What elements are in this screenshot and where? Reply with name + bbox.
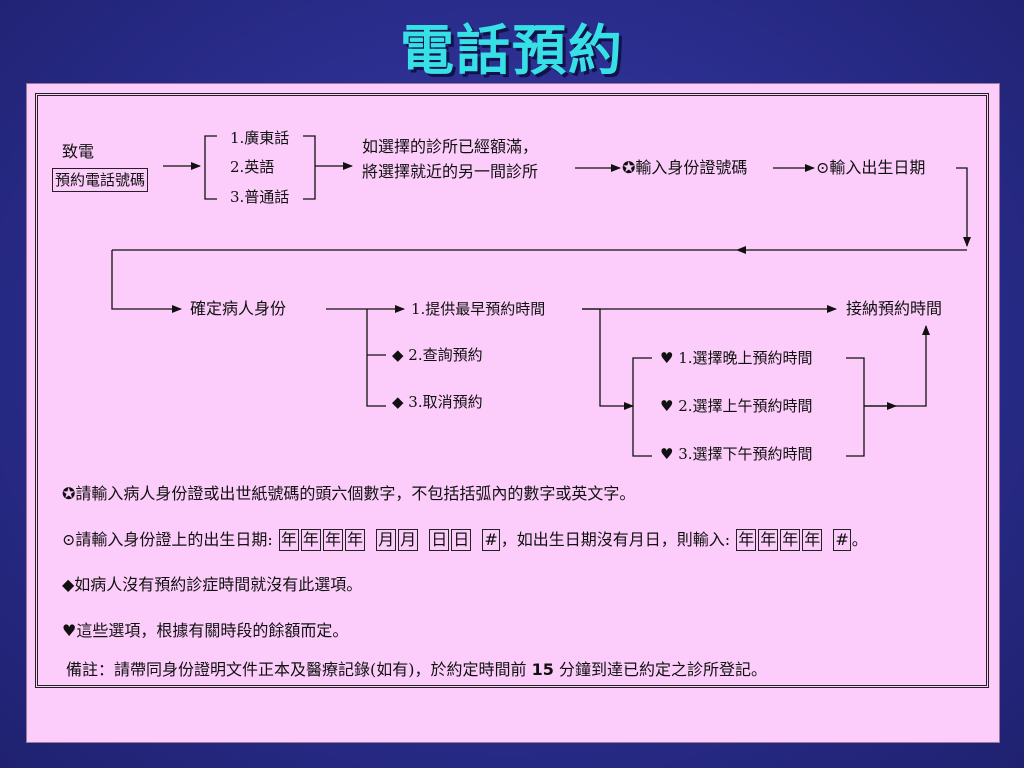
day-box: 日 [429,529,450,551]
dob-middle: ，如出生日期沒有月日，則輸入: [500,530,731,549]
times-bracket-left [632,357,652,457]
arrow-to-confirm [111,250,182,313]
option-cancel: ◆ 3.取消預約 [392,393,483,411]
accept-time: 接納預約時間 [846,299,943,318]
arrow-times-to-accept [864,325,930,407]
language-english: 2.英語 [230,158,275,176]
note-diamond: ◆如病人沒有預約診症時間就沒有此選項。 [62,575,363,594]
day-box: 日 [451,529,472,551]
note-dob: ⊙請輸入身份證上的出生日期: 年年年年 月月 日日 #，如出生日期沒有月日，則輸… [62,528,868,552]
language-bracket-left [204,135,217,200]
step-enter-dob: ⊙輸入出生日期 [816,158,926,177]
dob-year-boxes: 年年年年 [278,528,366,552]
note-remark: 備註：請帶同身份證明文件正本及醫療記錄(如有)，於約定時間前 15 分鐘到達已約… [66,658,767,682]
content-panel [27,84,999,742]
times-bracket-right [846,357,865,457]
dob-end: 。 [851,530,868,549]
language-cantonese: 1.廣東話 [230,129,290,147]
hash-box-2: # [833,529,851,551]
year-box: 年 [344,529,365,551]
time-afternoon: ♥ 3.選擇下午預約時間 [660,445,813,463]
language-bracket-right [303,135,316,200]
year-box: 年 [780,529,801,551]
hash-box: # [482,529,500,551]
remark-prefix: 備註：請帶同身份證明文件正本及醫療記錄(如有)，於約定時間前 [66,660,527,679]
dob-prefix: ⊙請輸入身份證上的出生日期: [62,530,273,549]
dob-year-only-boxes: 年年年年 [735,528,823,552]
year-box: 年 [758,529,779,551]
clinic-full-line1: 如選擇的診所已經額滿， [362,137,539,156]
year-box: 年 [322,529,343,551]
remark-suffix: 分鐘到達已約定之診所登記。 [558,660,767,679]
year-box: 年 [278,529,299,551]
clinic-full-line2: 將選擇就近的另一間診所 [362,162,539,181]
time-evening: ♥ 1.選擇晚上預約時間 [660,349,813,367]
arrow-dob-down [956,167,971,247]
language-mandarin: 3.普通話 [230,188,290,206]
remark-minutes: 15 [531,660,554,679]
dob-day-boxes: 日日 [428,528,472,552]
year-box: 年 [736,529,757,551]
flowchart-frame [35,93,989,688]
confirm-identity: 確定病人身份 [190,299,287,318]
page-title: 電話預約 [400,19,624,82]
arrow-earliest-to-times [582,308,634,410]
dob-month-boxes: 月月 [375,528,419,552]
note-id: ✪請輸入病人身份證或出世紙號碼的頭六個數字，不包括括弧內的數字或英文字。 [62,484,636,503]
note-heart: ♥這些選項，根據有關時段的餘額而定。 [62,621,349,640]
options-bracket [366,309,386,407]
year-box: 年 [300,529,321,551]
phone-number-box: 預約電話號碼 [52,168,149,192]
month-box: 月 [376,529,397,551]
call-label: 致電 [62,142,95,161]
month-box: 月 [398,529,419,551]
time-morning: ♥ 2.選擇上午預約時間 [660,397,813,415]
step-enter-id: ✪輸入身份證號碼 [622,158,748,177]
year-box: 年 [802,529,823,551]
option-earliest: 1.提供最早預約時間 [411,300,546,318]
option-check: ◆ 2.查詢預約 [392,346,483,364]
